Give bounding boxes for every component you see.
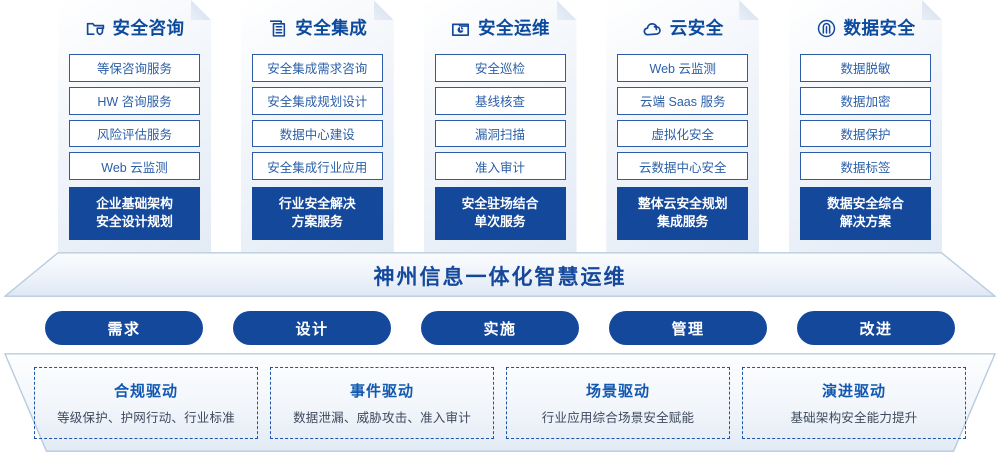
service-item[interactable]: 云数据中心安全 [617,152,748,180]
phase-pill-requirement[interactable]: 需求 [45,311,203,345]
driver-card-incident[interactable]: 事件驱动 数据泄漏、威胁攻击、准入审计 [270,366,494,439]
service-item[interactable]: 数据中心建设 [252,120,383,148]
service-item[interactable]: 云端 Saas 服务 [617,87,748,115]
card-title: 安全运维 [478,17,550,38]
service-item[interactable]: Web 云监测 [69,152,200,180]
capability-card-data-security[interactable]: 数据安全 数据脱敏 数据加密 数据保护 数据标签 数据安全综合 解决方案 [789,0,942,252]
card-summary: 企业基础架构 安全设计规划 [69,187,200,240]
driver-title: 事件驱动 [349,382,414,400]
capability-card-security-operations[interactable]: 安全运维 安全巡检 基线核查 漏洞扫描 准入审计 安全驻场结合 单次服务 [424,0,577,252]
drivers-panel: 合规驱动 等级保护、护网行动、行业标准 事件驱动 数据泄漏、威胁攻击、准入审计 … [0,353,1000,452]
service-item[interactable]: 数据保护 [800,120,931,148]
driver-title: 合规驱动 [113,382,178,400]
service-item[interactable]: 风险评估服务 [69,120,200,148]
card-header: 安全咨询 [69,12,200,45]
driver-card-evolution[interactable]: 演进驱动 基础架构安全能力提升 [742,366,966,439]
service-item[interactable]: Web 云监测 [617,54,748,82]
platform-banner: 神州信息一体化智慧运维 [4,252,996,297]
capability-cards: 安全咨询 等保咨询服务 HW 咨询服务 风险评估服务 Web 云监测 企业基础架… [0,0,1000,252]
service-item[interactable]: 漏洞扫描 [435,120,566,148]
folder-shield-icon [85,18,106,39]
driver-description: 数据泄漏、威胁攻击、准入审计 [293,410,471,425]
card-header: 安全集成 [252,12,383,45]
monitor-pie-icon [450,18,471,39]
service-item[interactable]: 虚拟化安全 [617,120,748,148]
capability-card-cloud-security[interactable]: 云安全 Web 云监测 云端 Saas 服务 虚拟化安全 云数据中心安全 整体云… [606,0,759,252]
driver-title: 演进驱动 [821,382,886,400]
driver-description: 基础架构安全能力提升 [790,410,918,425]
card-title: 云安全 [669,17,724,38]
driver-description: 等级保护、护网行动、行业标准 [57,410,235,425]
card-summary: 整体云安全规划 集成服务 [617,187,748,240]
card-summary: 安全驻场结合 单次服务 [435,187,566,240]
service-item[interactable]: 安全集成行业应用 [252,152,383,180]
service-item[interactable]: HW 咨询服务 [69,87,200,115]
capability-card-security-consulting[interactable]: 安全咨询 等保咨询服务 HW 咨询服务 风险评估服务 Web 云监测 企业基础架… [58,0,211,252]
capability-card-security-integration[interactable]: 安全集成 安全集成需求咨询 安全集成规划设计 数据中心建设 安全集成行业应用 行… [241,0,394,252]
service-item[interactable]: 安全集成规划设计 [252,87,383,115]
card-header: 云安全 [617,12,748,45]
card-header: 数据安全 [800,12,931,45]
driver-card-compliance[interactable]: 合规驱动 等级保护、护网行动、行业标准 [34,366,258,439]
service-item[interactable]: 准入审计 [435,152,566,180]
lifecycle-phases: 需求 设计 实施 管理 改进 [0,311,1000,345]
stacked-panels-icon [267,18,288,39]
phase-pill-implementation[interactable]: 实施 [421,311,579,345]
card-summary: 数据安全综合 解决方案 [800,187,931,240]
card-summary: 行业安全解决 方案服务 [252,187,383,240]
service-item[interactable]: 安全集成需求咨询 [252,54,383,82]
card-header: 安全运维 [435,12,566,45]
service-item[interactable]: 数据标签 [800,152,931,180]
driver-card-scenario[interactable]: 场景驱动 行业应用综合场景安全赋能 [506,366,730,439]
phase-pill-management[interactable]: 管理 [609,311,767,345]
platform-banner-title: 神州信息一体化智慧运维 [373,265,627,289]
service-item[interactable]: 等保咨询服务 [69,54,200,82]
service-item[interactable]: 安全巡检 [435,54,566,82]
phase-pill-improvement[interactable]: 改进 [797,311,955,345]
service-item[interactable]: 数据加密 [800,87,931,115]
driver-title: 场景驱动 [585,382,650,400]
card-title: 安全集成 [295,17,368,38]
service-item[interactable]: 数据脱敏 [800,54,931,82]
driver-description: 行业应用综合场景安全赋能 [541,410,695,425]
card-title: 安全咨询 [112,17,185,38]
fingerprint-icon [816,18,837,39]
cloud-icon [642,18,663,39]
card-title: 数据安全 [843,17,916,38]
service-item[interactable]: 基线核查 [435,87,566,115]
phase-pill-design[interactable]: 设计 [233,311,391,345]
